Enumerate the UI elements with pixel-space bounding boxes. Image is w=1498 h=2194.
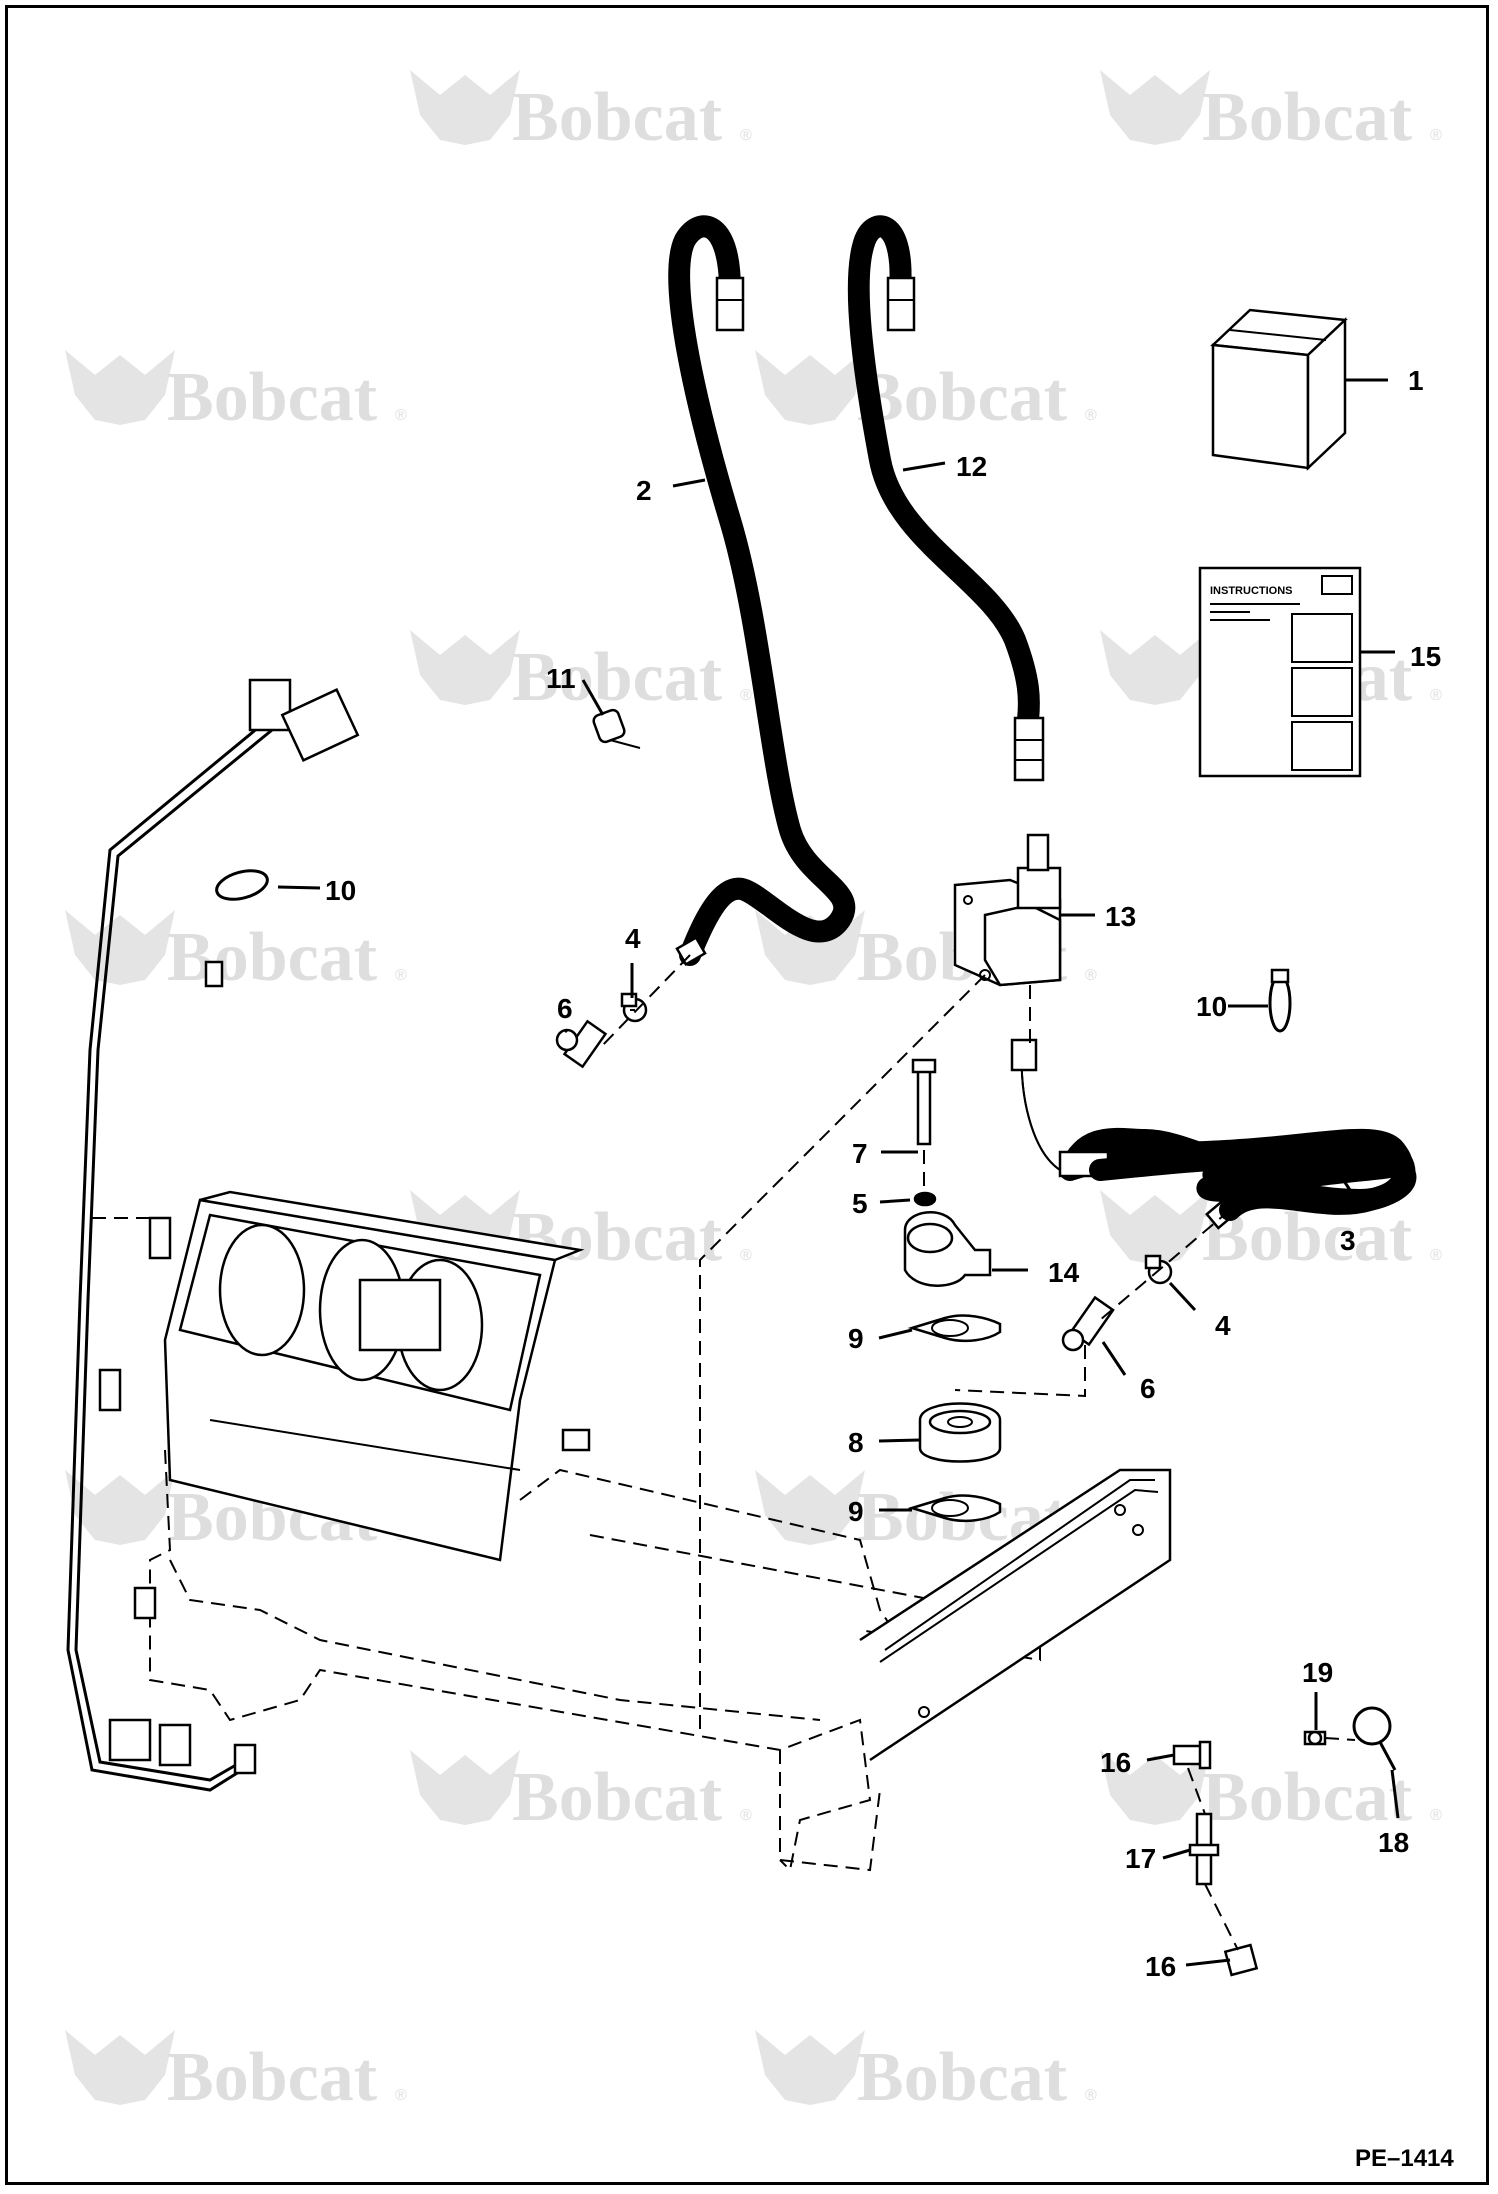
callout-16a: 16 bbox=[1100, 1747, 1131, 1778]
part-clamp-4a bbox=[620, 992, 648, 1023]
part-wiring-harness bbox=[66, 678, 360, 1792]
part-gasket-9b bbox=[907, 1494, 1002, 1523]
watermark: Bobcat ® bbox=[65, 910, 407, 996]
svg-text:Bobcat: Bobcat bbox=[512, 639, 722, 716]
callout-17: 17 bbox=[1125, 1843, 1156, 1874]
part-clamp-18 bbox=[1352, 1706, 1397, 1771]
callout-labels: 1 2 3 4 4 5 6 6 7 8 9 9 10 10 11 12 13 1… bbox=[325, 365, 1441, 1982]
callout-11: 11 bbox=[546, 663, 576, 694]
svg-text:Bobcat: Bobcat bbox=[1202, 1759, 1412, 1836]
watermark: Bobcat ® bbox=[755, 2030, 1097, 2116]
svg-text:®: ® bbox=[1430, 1247, 1442, 1264]
part-bolt-7 bbox=[911, 1058, 937, 1146]
part-clamp-11 bbox=[592, 708, 641, 749]
callout-5: 5 bbox=[852, 1188, 868, 1219]
svg-text:®: ® bbox=[1430, 687, 1442, 704]
svg-text:®: ® bbox=[1430, 1807, 1442, 1824]
watermark: Bobcat ® bbox=[410, 70, 752, 156]
watermark: Bobcat ® bbox=[1100, 1750, 1442, 1836]
svg-text:Bobcat: Bobcat bbox=[512, 79, 722, 156]
part-clamp-4b bbox=[1144, 1254, 1173, 1285]
part-hose-2 bbox=[668, 215, 856, 967]
svg-text:®: ® bbox=[1430, 127, 1442, 144]
watermark: Bobcat ® bbox=[755, 350, 1097, 436]
svg-text:®: ® bbox=[395, 967, 407, 984]
svg-text:Bobcat: Bobcat bbox=[1202, 79, 1412, 156]
callout-2: 2 bbox=[636, 475, 652, 506]
svg-text:Bobcat: Bobcat bbox=[857, 2039, 1067, 2116]
svg-text:®: ® bbox=[740, 1247, 752, 1264]
part-tube-17 bbox=[1188, 1812, 1220, 1886]
watermark: Bobcat ® bbox=[410, 630, 752, 716]
part-bolt-6a bbox=[555, 1019, 608, 1069]
dashed-leaders bbox=[90, 954, 1356, 1951]
part-fitting-8 bbox=[918, 1402, 1002, 1463]
callout-19: 19 bbox=[1302, 1657, 1333, 1688]
part-cable-tie-10a bbox=[204, 869, 269, 988]
callout-10b: 10 bbox=[1196, 991, 1227, 1022]
part-elbow-14 bbox=[903, 1211, 992, 1287]
callout-1: 1 bbox=[1408, 365, 1424, 396]
callout-6b: 6 bbox=[1140, 1373, 1156, 1404]
svg-text:®: ® bbox=[740, 127, 752, 144]
part-bolt-6b bbox=[1061, 1295, 1115, 1352]
svg-text:®: ® bbox=[1085, 967, 1097, 984]
callout-4b: 4 bbox=[1215, 1310, 1231, 1341]
callout-10a: 10 bbox=[325, 875, 356, 906]
svg-text:®: ® bbox=[1085, 2087, 1097, 2104]
document-code: PE–1414 bbox=[1355, 2145, 1454, 2172]
part-gasket-9a bbox=[907, 1314, 1002, 1343]
callout-9b: 9 bbox=[848, 1496, 864, 1527]
svg-text:Bobcat: Bobcat bbox=[167, 2039, 377, 2116]
part-fitting-16b bbox=[1223, 1943, 1259, 1977]
svg-text:®: ® bbox=[395, 2087, 407, 2104]
callout-7: 7 bbox=[852, 1138, 868, 1169]
part-instruction-sheet: INSTRUCTIONS bbox=[1198, 566, 1362, 778]
part-cable-tie-10b bbox=[1268, 968, 1292, 1033]
svg-text:Bobcat: Bobcat bbox=[512, 1759, 722, 1836]
callout-9a: 9 bbox=[848, 1323, 864, 1354]
callout-16b: 16 bbox=[1145, 1951, 1176, 1982]
watermark: Bobcat ® bbox=[65, 2030, 407, 2116]
callout-leaders bbox=[277, 378, 1400, 1967]
part-heater-assembly bbox=[149, 1190, 1172, 1873]
callout-18: 18 bbox=[1378, 1827, 1409, 1858]
part-box bbox=[1210, 308, 1348, 471]
callout-4a: 4 bbox=[625, 923, 641, 954]
svg-text:®: ® bbox=[740, 1807, 752, 1824]
callout-6a: 6 bbox=[557, 993, 573, 1024]
part-hose-12 bbox=[847, 215, 1045, 782]
callout-14: 14 bbox=[1048, 1257, 1080, 1288]
callout-3: 3 bbox=[1340, 1225, 1356, 1256]
svg-text:Bobcat: Bobcat bbox=[857, 359, 1067, 436]
part-fitting-16a bbox=[1172, 1740, 1212, 1770]
callout-13: 13 bbox=[1105, 901, 1136, 932]
part-hose-3-main bbox=[1089, 1144, 1417, 1221]
part-valve-13 bbox=[953, 833, 1062, 987]
watermark: Bobcat ® bbox=[1100, 70, 1442, 156]
watermark-layer: Bobcat® Bobcat® Bobcat® Bobcat® Bobcat® … bbox=[65, 70, 1442, 2116]
svg-text:Bobcat: Bobcat bbox=[167, 359, 377, 436]
part-screw-19 bbox=[1303, 1730, 1327, 1746]
svg-text:®: ® bbox=[740, 687, 752, 704]
svg-text:®: ® bbox=[395, 407, 407, 424]
watermark: Bobcat ® bbox=[410, 1750, 752, 1836]
svg-text:®: ® bbox=[1085, 407, 1097, 424]
svg-text:INSTRUCTIONS: INSTRUCTIONS bbox=[1210, 585, 1293, 597]
callout-12: 12 bbox=[956, 451, 987, 482]
watermark: Bobcat ® bbox=[65, 350, 407, 436]
callout-15: 15 bbox=[1410, 641, 1441, 672]
callout-8: 8 bbox=[848, 1427, 864, 1458]
svg-text:Bobcat: Bobcat bbox=[167, 919, 377, 996]
